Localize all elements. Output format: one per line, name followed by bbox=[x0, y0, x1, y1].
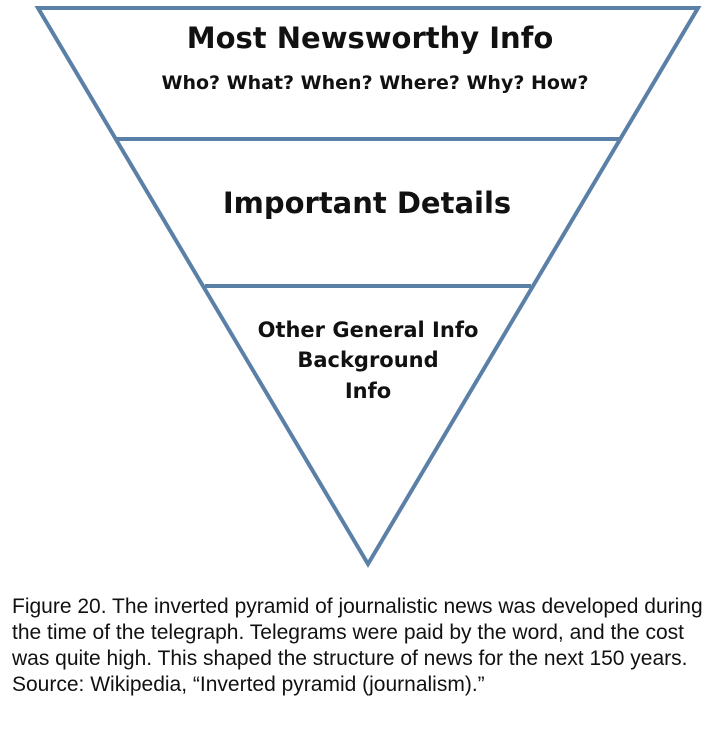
pyramid-outline bbox=[34, 6, 702, 568]
tier-3-line-2: Background bbox=[297, 348, 438, 372]
inverted-pyramid-diagram: Most Newsworthy Info Who? What? When? Wh… bbox=[34, 6, 702, 568]
tier-1-subtitle: Who? What? When? Where? Why? How? bbox=[161, 72, 588, 94]
tier-3-line-3: Info bbox=[345, 379, 391, 403]
tier-3-line-1: Other General Info bbox=[258, 318, 479, 342]
figure-caption: Figure 20. The inverted pyramid of journ… bbox=[12, 595, 703, 696]
tier-1-title: Most Newsworthy Info bbox=[187, 21, 554, 55]
tier-2-title: Important Details bbox=[223, 186, 511, 220]
